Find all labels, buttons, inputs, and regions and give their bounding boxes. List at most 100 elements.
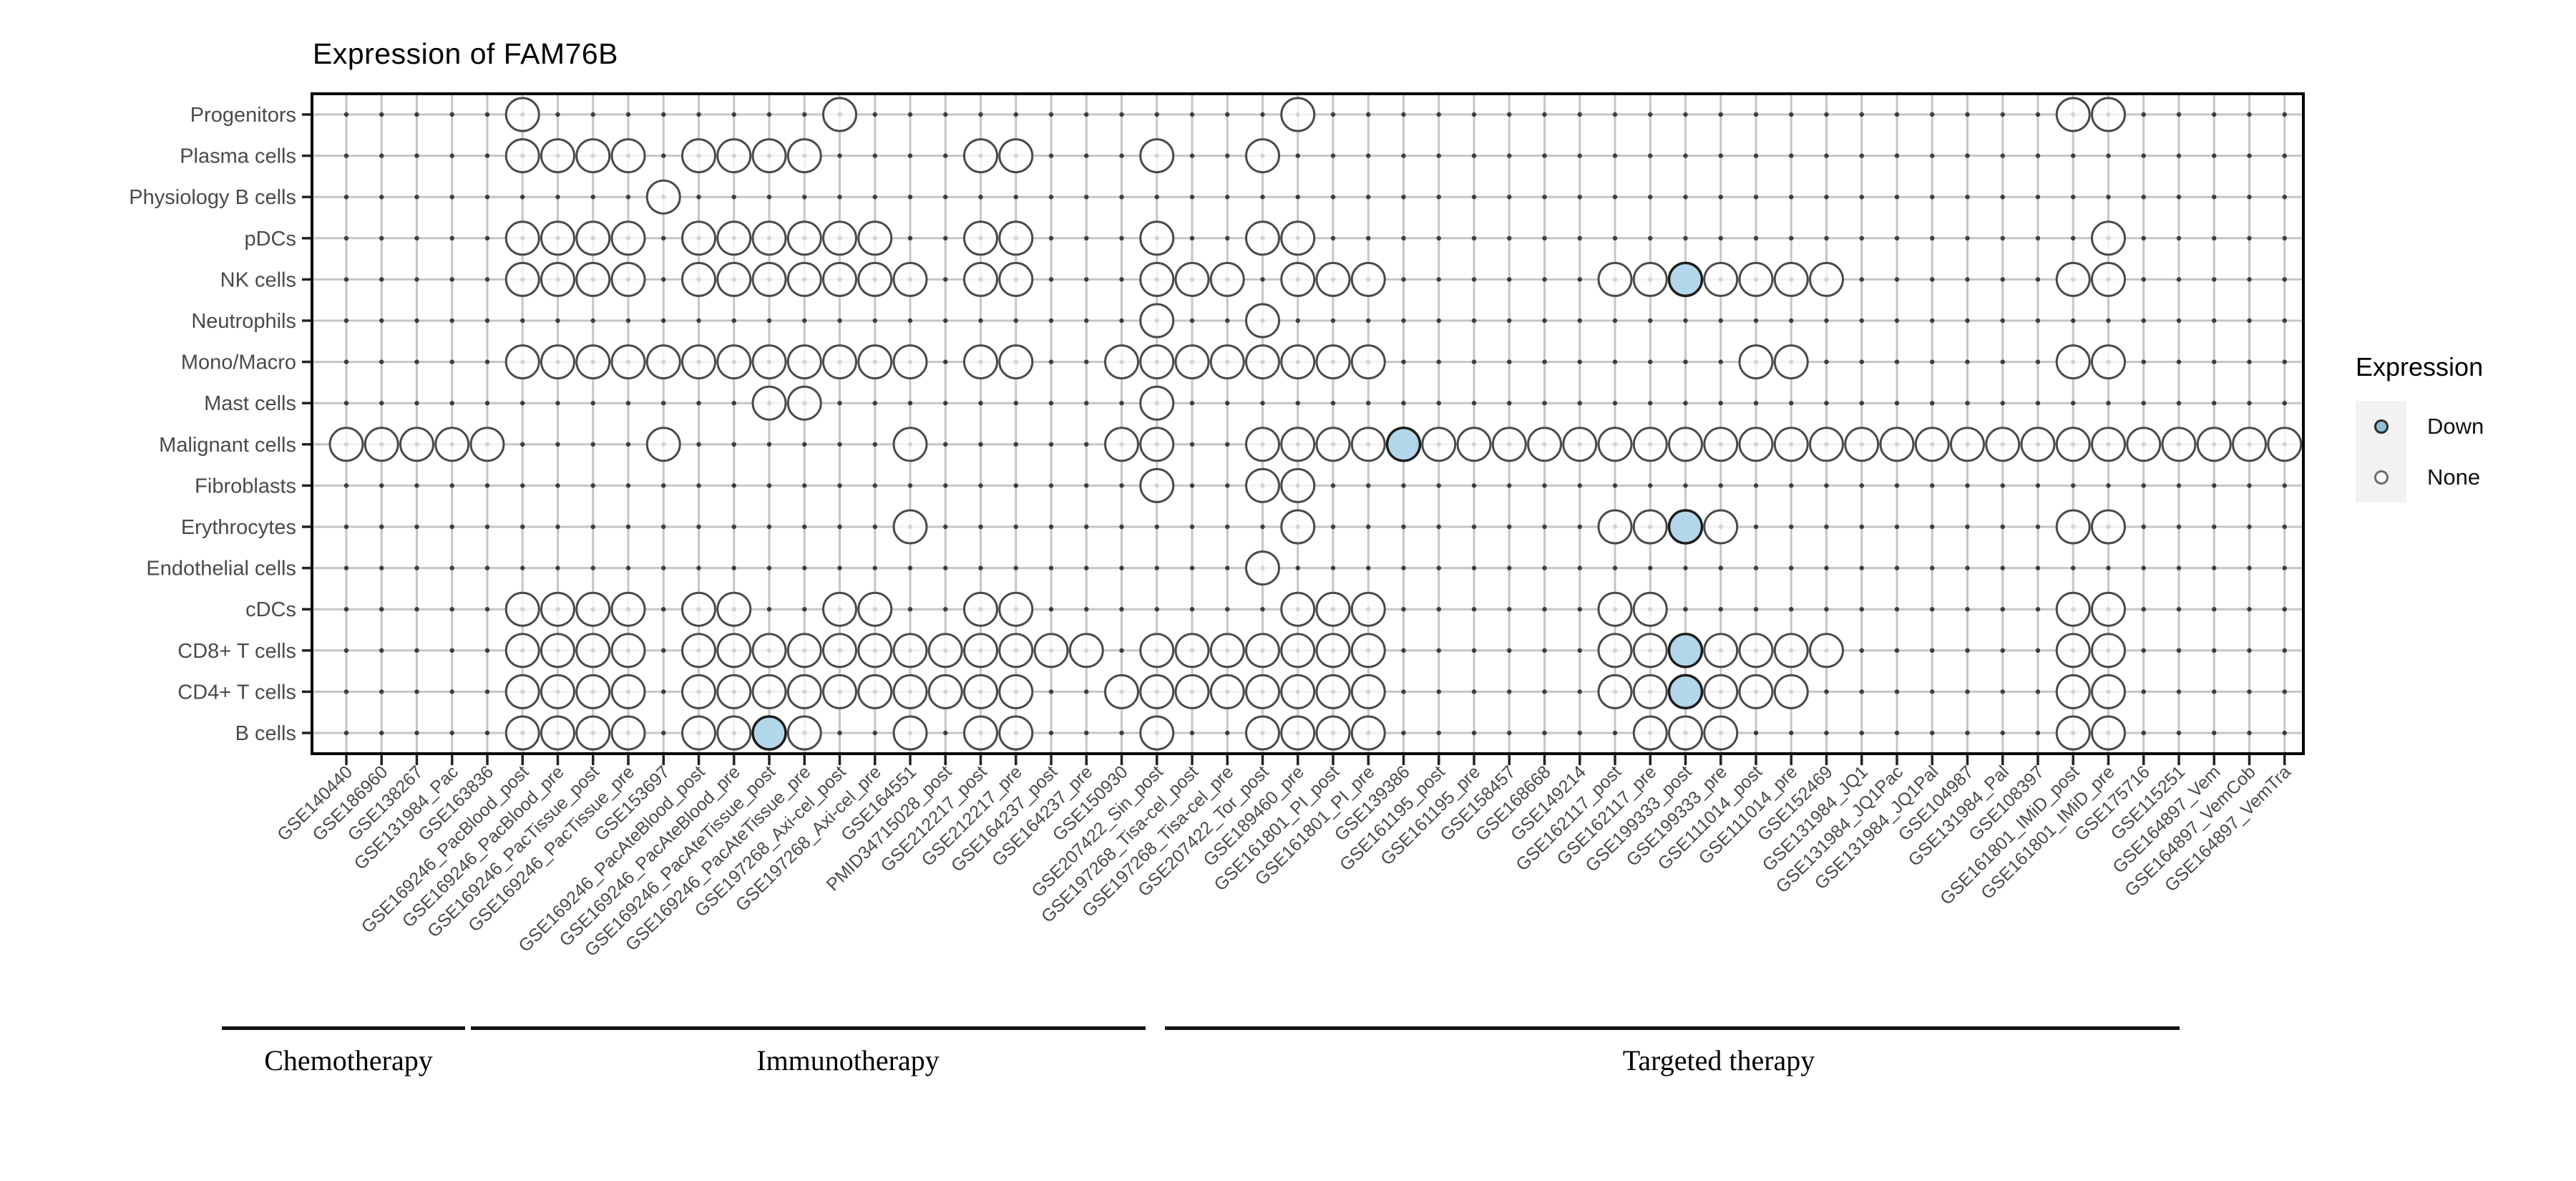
matrix-circle-none bbox=[504, 715, 540, 751]
data-points bbox=[328, 97, 2303, 751]
matrix-circle-none bbox=[1950, 427, 1985, 462]
matrix-circle-none bbox=[1632, 427, 1668, 462]
matrix-circle-none bbox=[786, 138, 822, 174]
matrix-circle-none bbox=[1668, 715, 1703, 751]
matrix-circle-none bbox=[1632, 591, 1668, 627]
matrix-circle-none bbox=[1209, 344, 1245, 380]
matrix-circle-none bbox=[1280, 427, 1316, 462]
y-axis-label: Neutrophils bbox=[191, 310, 296, 333]
matrix-circle-none bbox=[1421, 427, 1457, 462]
matrix-circle-none bbox=[575, 261, 611, 297]
matrix-circle-none bbox=[1738, 261, 1774, 297]
matrix-circle-down bbox=[1667, 261, 1704, 298]
matrix-circle-none bbox=[681, 138, 716, 174]
matrix-circle-none bbox=[1139, 261, 1175, 297]
matrix-circle-none bbox=[892, 674, 928, 709]
y-axis-label: CD4+ T cells bbox=[177, 681, 296, 704]
matrix-circle-none bbox=[1491, 427, 1527, 462]
matrix-circle-none bbox=[2020, 427, 2056, 462]
matrix-circle-none bbox=[1350, 674, 1386, 709]
matrix-circle-none bbox=[998, 220, 1034, 256]
matrix-circle-none bbox=[1139, 715, 1175, 751]
matrix-circle-none bbox=[504, 138, 540, 174]
matrix-circle-none bbox=[1280, 509, 1316, 545]
matrix-circle-none bbox=[1703, 509, 1739, 545]
matrix-circle-none bbox=[1315, 427, 1351, 462]
matrix-circle-none bbox=[822, 344, 857, 380]
matrix-circle-none bbox=[1280, 220, 1316, 256]
matrix-circle-none bbox=[1350, 427, 1386, 462]
matrix-circle-none bbox=[892, 427, 928, 462]
matrix-circle-none bbox=[1597, 427, 1633, 462]
matrix-circle-none bbox=[963, 591, 998, 627]
group-label-chemotherapy: Chemotherapy bbox=[264, 1044, 433, 1076]
matrix-circle-none bbox=[681, 344, 716, 380]
matrix-circle-none bbox=[1245, 715, 1280, 751]
matrix-circle-none bbox=[2126, 427, 2162, 462]
matrix-circle-none bbox=[540, 261, 575, 297]
matrix-circle-none bbox=[963, 220, 998, 256]
matrix-circle-none bbox=[1738, 344, 1774, 380]
matrix-circle-none bbox=[751, 138, 787, 174]
matrix-circle-none bbox=[1562, 427, 1598, 462]
matrix-circle-none bbox=[751, 220, 787, 256]
matrix-circle-none bbox=[1350, 591, 1386, 627]
matrix-circle-none bbox=[786, 261, 822, 297]
matrix-circle-none bbox=[716, 261, 752, 297]
matrix-circle-none bbox=[2196, 427, 2232, 462]
matrix-circle-none bbox=[2091, 427, 2126, 462]
matrix-circle-none bbox=[786, 344, 822, 380]
matrix-circle-down bbox=[1385, 427, 1422, 462]
matrix-circle-none bbox=[504, 97, 540, 132]
matrix-circle-none bbox=[1280, 97, 1316, 132]
matrix-circle-none bbox=[1245, 467, 1280, 503]
matrix-circle-none bbox=[822, 97, 857, 132]
matrix-circle-none bbox=[2091, 344, 2126, 380]
matrix-circle-none bbox=[1632, 509, 1668, 545]
legend: Expression Down None bbox=[2356, 352, 2484, 502]
matrix-circle-none bbox=[681, 261, 716, 297]
matrix-circle-none bbox=[1350, 344, 1386, 380]
matrix-circle-none bbox=[927, 674, 963, 709]
matrix-circle-none bbox=[469, 427, 505, 462]
matrix-circle-none bbox=[751, 385, 787, 421]
matrix-circle-none bbox=[540, 715, 575, 751]
matrix-circle-none bbox=[575, 220, 611, 256]
matrix-circle-none bbox=[575, 138, 611, 174]
matrix-circle-none bbox=[1315, 344, 1351, 380]
matrix-circle-none bbox=[2055, 715, 2091, 751]
matrix-circle-none bbox=[1844, 427, 1880, 462]
matrix-circle-none bbox=[681, 715, 716, 751]
matrix-circle-none bbox=[1245, 674, 1280, 709]
matrix-circle-none bbox=[1139, 427, 1175, 462]
matrix-circle-none bbox=[434, 427, 470, 462]
legend-label-down: Down bbox=[2427, 413, 2484, 439]
matrix-circle-none bbox=[645, 344, 681, 380]
matrix-circle-none bbox=[892, 344, 928, 380]
y-axis-label: Fibroblasts bbox=[195, 475, 296, 497]
y-axis-label: Physiology B cells bbox=[129, 186, 296, 209]
y-axis-label: Mono/Macro bbox=[181, 351, 296, 374]
matrix-circle-none bbox=[716, 220, 752, 256]
matrix-circle-none bbox=[575, 715, 611, 751]
y-axis-label: Erythrocytes bbox=[181, 516, 296, 539]
matrix-circle-none bbox=[1280, 715, 1316, 751]
matrix-circle-none bbox=[1245, 344, 1280, 380]
matrix-circle-none bbox=[716, 674, 752, 709]
matrix-circle-none bbox=[2055, 261, 2091, 297]
matrix-circle-none bbox=[1879, 427, 1915, 462]
matrix-circle-none bbox=[540, 344, 575, 380]
matrix-circle-none bbox=[716, 591, 752, 627]
matrix-circle-none bbox=[1773, 344, 1809, 380]
matrix-circle-none bbox=[2055, 509, 2091, 545]
matrix-circle-none bbox=[1703, 674, 1739, 709]
matrix-circle-none bbox=[1597, 591, 1633, 627]
matrix-circle-none bbox=[1209, 633, 1245, 669]
y-axis-label: Plasma cells bbox=[180, 145, 296, 168]
matrix-circle-none bbox=[2055, 674, 2091, 709]
legend-key-none: None bbox=[2356, 452, 2480, 502]
matrix-circle-none bbox=[328, 427, 364, 462]
matrix-circle-none bbox=[1773, 427, 1809, 462]
matrix-circle-none bbox=[786, 674, 822, 709]
matrix-circle-none bbox=[1350, 715, 1386, 751]
